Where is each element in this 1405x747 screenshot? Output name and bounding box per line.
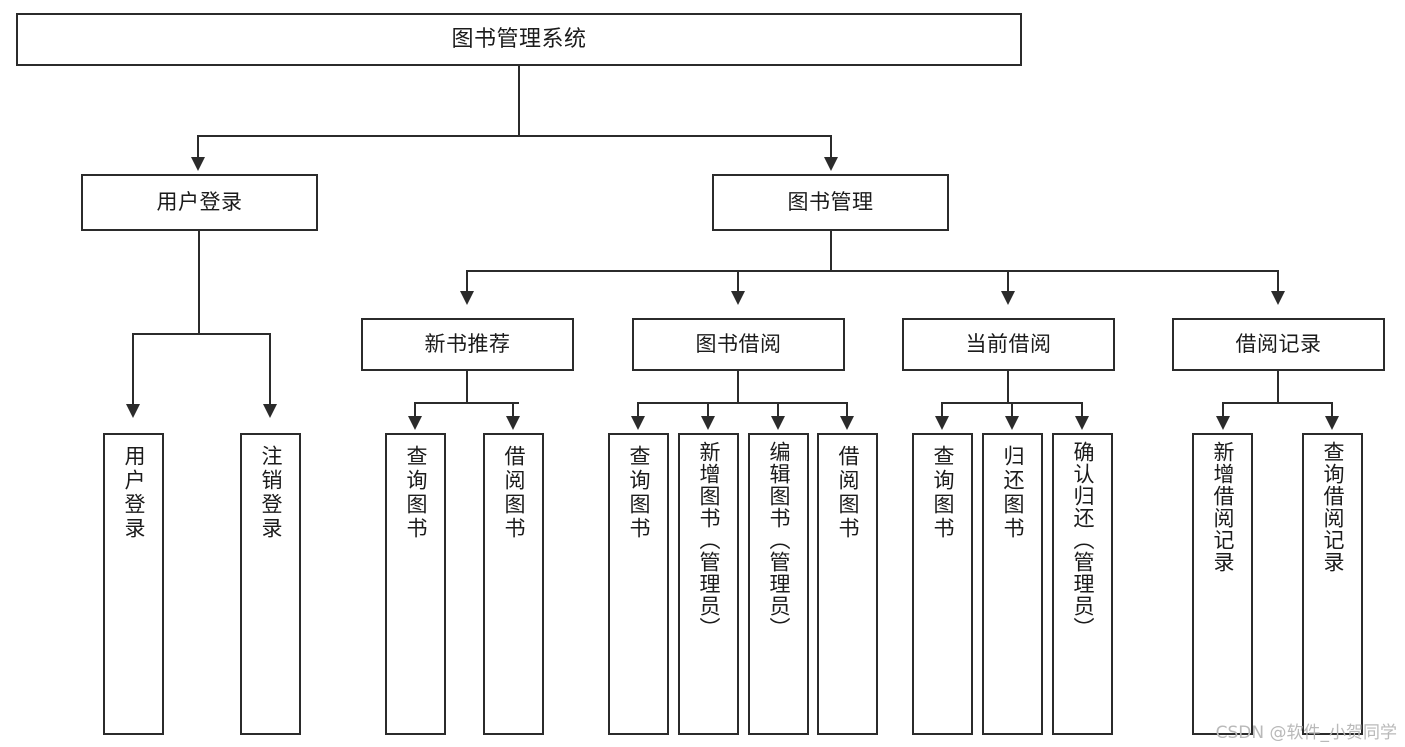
node-label: 图书管理系统	[451, 26, 587, 52]
connector-book-manage-bar	[466, 270, 1278, 272]
connector-borrow-record-stem	[1277, 371, 1279, 403]
arrow-current-borrow-child-1	[935, 416, 949, 430]
node-label: 确认归还（管理员）	[1071, 441, 1095, 639]
connector-book-borrow-child-1	[637, 402, 639, 418]
watermark-text: CSDN @软件_小贺同学	[1215, 723, 1397, 743]
arrow-to-book-manage	[824, 157, 838, 171]
arrow-current-borrow-child-3	[1075, 416, 1089, 430]
node-borrow-record[interactable]: 借阅记录	[1172, 318, 1385, 371]
connector-current-borrow-child-2	[1011, 402, 1013, 418]
connector-to-current-borrow	[1007, 270, 1009, 293]
connector-borrow-record-child-2	[1331, 402, 1333, 418]
node-book-borrow[interactable]: 图书借阅	[632, 318, 845, 371]
leaf-borrow-record-add[interactable]: 新增借阅记录	[1192, 433, 1253, 735]
connector-new-book-bar	[414, 402, 519, 404]
connector-book-borrow-child-4	[846, 402, 848, 418]
connector-user-login-child-1	[132, 333, 134, 406]
connector-book-borrow-child-2	[707, 402, 709, 418]
node-label: 图书管理	[787, 190, 874, 215]
node-label: 新增图书（管理员）	[697, 441, 721, 639]
arrow-book-borrow-child-4	[840, 416, 854, 430]
connector-to-book-borrow	[737, 270, 739, 293]
node-label: 查询图书	[627, 445, 651, 541]
connector-book-borrow-stem	[737, 371, 739, 403]
node-label: 借阅记录	[1235, 332, 1322, 357]
arrow-to-book-borrow	[731, 291, 745, 305]
connector-user-login-stem	[198, 231, 200, 334]
arrow-new-book-child-1	[408, 416, 422, 430]
node-new-book[interactable]: 新书推荐	[361, 318, 574, 371]
arrow-new-book-child-2	[506, 416, 520, 430]
arrow-user-login-child-1	[126, 404, 140, 418]
connector-root-stem	[518, 66, 520, 136]
node-current-borrow[interactable]: 当前借阅	[902, 318, 1115, 371]
node-book-manage[interactable]: 图书管理	[712, 174, 949, 231]
node-label: 图书借阅	[695, 332, 782, 357]
arrow-borrow-record-child-1	[1216, 416, 1230, 430]
connector-current-borrow-child-3	[1081, 402, 1083, 418]
node-label: 用户登录	[156, 190, 243, 215]
arrow-to-user-login	[191, 157, 205, 171]
connector-user-login-child-2	[269, 333, 271, 406]
connector-new-book-child-2	[512, 402, 514, 418]
arrow-to-borrow-record	[1271, 291, 1285, 305]
connector-current-borrow-child-1	[941, 402, 943, 418]
connector-borrow-record-bar	[1222, 402, 1333, 404]
node-label: 借阅图书	[836, 445, 860, 541]
node-root-system[interactable]: 图书管理系统	[16, 13, 1022, 66]
leaf-current-borrow-confirm[interactable]: 确认归还（管理员）	[1052, 433, 1113, 735]
connector-current-borrow-stem	[1007, 371, 1009, 403]
node-label: 当前借阅	[965, 332, 1052, 357]
connector-to-new-book	[466, 270, 468, 293]
arrow-user-login-child-2	[263, 404, 277, 418]
connector-new-book-child-1	[414, 402, 416, 418]
leaf-borrow-record-query[interactable]: 查询借阅记录	[1302, 433, 1363, 735]
node-label: 查询图书	[931, 445, 955, 541]
node-label: 查询图书	[404, 445, 428, 541]
node-user-login[interactable]: 用户登录	[81, 174, 318, 231]
connector-book-borrow-child-3	[777, 402, 779, 418]
node-label: 借阅图书	[502, 445, 526, 541]
arrow-book-borrow-child-3	[771, 416, 785, 430]
leaf-book-borrow-edit[interactable]: 编辑图书（管理员）	[748, 433, 809, 735]
leaf-new-book-borrow[interactable]: 借阅图书	[483, 433, 544, 735]
connector-new-book-stem	[466, 371, 468, 403]
leaf-current-borrow-query[interactable]: 查询图书	[912, 433, 973, 735]
node-label: 注销登录	[259, 445, 283, 541]
connector-root-bar	[197, 135, 831, 137]
connector-to-user-login	[197, 135, 199, 159]
connector-book-manage-stem	[830, 231, 832, 271]
arrow-current-borrow-child-2	[1005, 416, 1019, 430]
node-label: 编辑图书（管理员）	[767, 441, 791, 639]
leaf-book-borrow-borrow[interactable]: 借阅图书	[817, 433, 878, 735]
connector-to-book-manage	[830, 135, 832, 159]
node-label: 新增借阅记录	[1211, 441, 1235, 573]
connector-borrow-record-child-1	[1222, 402, 1224, 418]
connector-book-borrow-bar	[637, 402, 848, 404]
node-label: 新书推荐	[424, 332, 511, 357]
node-label: 用户登录	[122, 445, 146, 541]
arrow-borrow-record-child-2	[1325, 416, 1339, 430]
arrow-book-borrow-child-1	[631, 416, 645, 430]
node-label: 查询借阅记录	[1321, 441, 1345, 573]
connector-to-borrow-record	[1277, 270, 1279, 293]
node-label: 归还图书	[1001, 445, 1025, 541]
leaf-user-login-login[interactable]: 用户登录	[103, 433, 164, 735]
leaf-book-borrow-query[interactable]: 查询图书	[608, 433, 669, 735]
leaf-current-borrow-return[interactable]: 归还图书	[982, 433, 1043, 735]
arrow-book-borrow-child-2	[701, 416, 715, 430]
leaf-book-borrow-add[interactable]: 新增图书（管理员）	[678, 433, 739, 735]
leaf-user-login-logout[interactable]: 注销登录	[240, 433, 301, 735]
arrow-to-new-book	[460, 291, 474, 305]
leaf-new-book-query[interactable]: 查询图书	[385, 433, 446, 735]
connector-user-login-bar	[132, 333, 271, 335]
arrow-to-current-borrow	[1001, 291, 1015, 305]
